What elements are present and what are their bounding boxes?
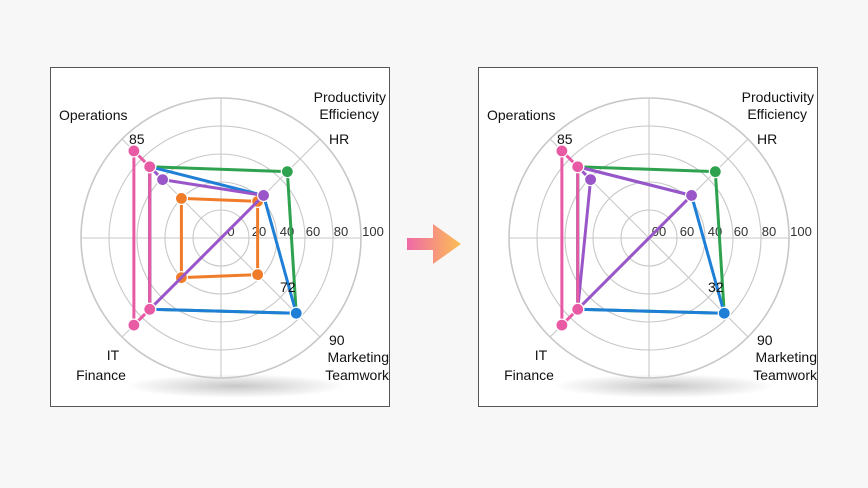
- series-point: [280, 165, 294, 179]
- axis-labels: Operations Productivity Efficiency HR 90…: [59, 89, 390, 383]
- axis-label-teamwork: Teamwork: [325, 367, 390, 383]
- series-point: [684, 188, 699, 203]
- series-point: [143, 160, 157, 174]
- axis-label-90: 90: [757, 332, 773, 348]
- axis-label-efficiency: Efficiency: [319, 106, 379, 122]
- axis-label-marketing: Marketing: [328, 349, 389, 365]
- axis-label-productivity: Productivity: [742, 89, 814, 105]
- series-point: [555, 144, 569, 158]
- axis-label-hr: HR: [757, 131, 777, 147]
- axis-label-90: 90: [329, 332, 345, 348]
- grid-spoke: [220, 237, 321, 338]
- series-point: [143, 302, 157, 316]
- chart-shadow: [126, 374, 346, 398]
- radial-tick-label: 0: [227, 224, 234, 239]
- axis-label-finance: Finance: [504, 367, 554, 383]
- radial-tick-label: 60: [734, 224, 748, 239]
- axis-label-marketing: Marketing: [756, 349, 817, 365]
- grid-spoke: [648, 237, 749, 338]
- axis-label-operations: Operations: [59, 107, 127, 123]
- axis-label-teamwork: Teamwork: [753, 367, 818, 383]
- series-point: [555, 318, 569, 332]
- axis-labels: Operations Productivity Efficiency HR 90…: [487, 89, 818, 383]
- value-label-85: 85: [557, 131, 573, 147]
- radial-tick-label: 80: [762, 224, 776, 239]
- radar-series-group: [127, 144, 303, 332]
- radar-panel-modified: 00 60 40 60 80 100 Operations Productivi…: [478, 67, 818, 407]
- series-point: [717, 306, 731, 320]
- axis-label-efficiency: Efficiency: [747, 106, 807, 122]
- axis-label-it: IT: [107, 347, 120, 363]
- radar-chart-modified: 00 60 40 60 80 100 Operations Productivi…: [487, 89, 818, 398]
- radial-tick-label: 00: [652, 224, 666, 239]
- axis-label-finance: Finance: [76, 367, 126, 383]
- radar-series-group: [555, 144, 731, 332]
- series-point: [174, 191, 189, 206]
- series-point: [289, 306, 303, 320]
- radial-tick-labels: 0 20 40 60 80 100: [227, 224, 383, 239]
- radar-panel-original: 0 20 40 60 80 100 Operations Productivit…: [50, 67, 390, 407]
- series-point: [127, 318, 141, 332]
- series-point: [583, 172, 598, 187]
- radial-tick-label: 100: [362, 224, 384, 239]
- series-point: [127, 144, 141, 158]
- radial-tick-label: 60: [306, 224, 320, 239]
- value-label-72: 72: [280, 279, 296, 295]
- axis-label-it: IT: [535, 347, 548, 363]
- axis-label-operations: Operations: [487, 107, 555, 123]
- series-point: [155, 172, 170, 187]
- radial-tick-label: 100: [790, 224, 812, 239]
- chart-shadow: [554, 374, 774, 398]
- series-point: [571, 160, 585, 174]
- radial-tick-label: 80: [334, 224, 348, 239]
- series-point: [571, 302, 585, 316]
- radar-chart-original: 0 20 40 60 80 100 Operations Productivit…: [59, 89, 390, 398]
- series-point: [256, 188, 271, 203]
- series-point: [251, 268, 265, 282]
- value-label-85: 85: [129, 131, 145, 147]
- axis-label-hr: HR: [329, 131, 349, 147]
- radial-tick-label: 60: [680, 224, 694, 239]
- value-label-32: 32: [708, 279, 724, 295]
- transform-arrow-icon: [407, 224, 461, 264]
- axis-label-productivity: Productivity: [314, 89, 386, 105]
- series-point: [708, 165, 722, 179]
